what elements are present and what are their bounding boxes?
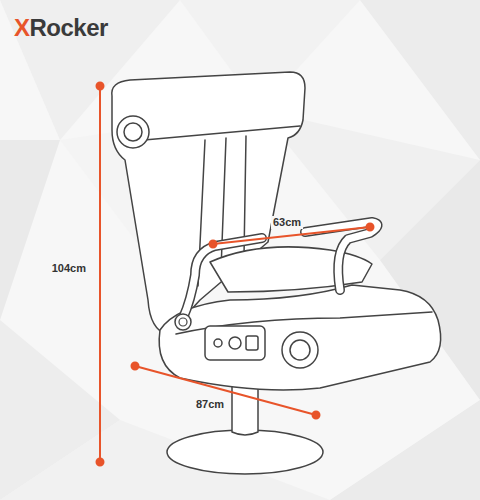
brand-logo: XRocker <box>14 14 108 42</box>
chair-drawing <box>112 72 441 474</box>
headrest-speaker-cone <box>124 123 142 141</box>
dimension-label: 87cm <box>194 398 226 411</box>
seat-cushion <box>210 247 372 292</box>
dimension-label: 104cm <box>50 262 88 275</box>
front-speaker <box>282 332 318 368</box>
headrest-speaker <box>117 116 149 148</box>
control-panel <box>205 326 265 360</box>
backrest <box>112 72 305 335</box>
pedestal-base <box>167 430 323 474</box>
dimension-lines <box>97 83 374 466</box>
dimension-label: 63cm <box>271 216 303 229</box>
rocker-body <box>159 285 441 390</box>
armrests <box>175 222 378 330</box>
